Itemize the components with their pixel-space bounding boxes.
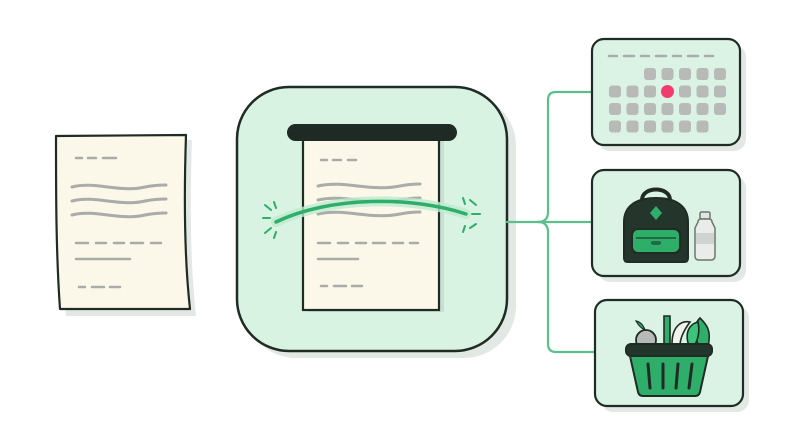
connector-to-calendar <box>536 90 595 224</box>
calendar-day-cell <box>644 68 656 80</box>
calendar-day-cell <box>679 68 691 80</box>
scanner <box>235 85 516 358</box>
calendar-day-cell <box>696 68 709 80</box>
scanned-document-text-lines <box>316 158 422 288</box>
calendar-day-cell <box>714 68 726 80</box>
connector-to-basket <box>536 220 598 354</box>
scan-sparkle-left <box>262 201 277 239</box>
scan-sparkle-right <box>462 197 481 233</box>
source-document-paper <box>54 133 192 311</box>
category-card-calendar <box>590 37 746 151</box>
calendar-day-cell <box>696 103 709 115</box>
source-document <box>54 133 196 316</box>
calendar-day-cell <box>626 85 639 98</box>
calendar-day-cell <box>626 103 639 115</box>
calendar-day-cell <box>696 85 709 98</box>
calendar-day-cell <box>644 103 656 115</box>
category-card-backpack <box>590 168 746 282</box>
calendar-icon <box>609 68 726 133</box>
scanned-document <box>301 132 441 312</box>
calendar-day-cell <box>644 120 656 133</box>
category-card-basket <box>593 298 749 412</box>
calendar-day-cell <box>696 120 709 133</box>
calendar-day-cell <box>714 85 726 98</box>
calendar-day-cell <box>661 120 674 133</box>
banana-icon <box>671 320 692 348</box>
calendar-day-cell <box>679 120 691 133</box>
water-bottle-icon <box>694 211 716 261</box>
calendar-day-cell <box>644 85 656 98</box>
calendar-day-cell <box>679 85 691 98</box>
calendar-highlighted-day <box>661 85 674 98</box>
source-document-text-lines <box>70 156 168 289</box>
calendar-day-cell <box>661 103 674 115</box>
calendar-day-cell <box>714 103 726 115</box>
calendar-day-cell <box>626 120 639 133</box>
scanner-slot <box>287 124 457 141</box>
scan-beam <box>274 199 468 224</box>
calendar-day-cell <box>661 68 674 80</box>
backpack-icon <box>623 187 689 263</box>
calendar-day-cell <box>679 103 691 115</box>
connector-lines <box>505 90 598 354</box>
basket-icon <box>625 315 713 397</box>
calendar-day-cell <box>609 103 621 115</box>
calendar-day-cell <box>609 120 621 133</box>
calendar-day-cell <box>609 85 621 98</box>
